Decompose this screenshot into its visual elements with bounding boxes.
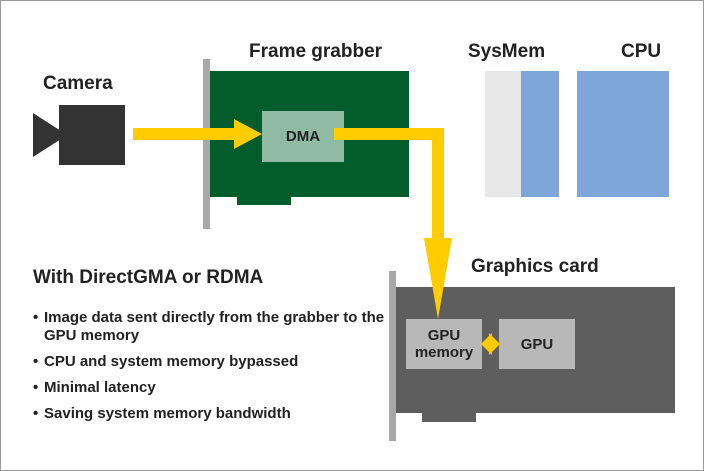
frame-grabber-connector (237, 197, 291, 205)
dma-label: DMA (285, 128, 321, 145)
cpu-label: CPU (621, 41, 662, 62)
sysmem-label: SysMem (468, 41, 546, 62)
bullet-list: •Image data sent directly from the grabb… (33, 309, 393, 431)
sysmem-block-light (485, 71, 521, 197)
sysmem-block (521, 71, 559, 197)
bullet-item: •Saving system memory bandwidth (33, 405, 291, 422)
cpu-block (577, 71, 669, 197)
camera-label: Camera (43, 73, 113, 94)
gpu-memory-block: GPU memory (406, 319, 482, 369)
frame-grabber-bracket (203, 59, 210, 229)
dma-block: DMA (262, 111, 344, 162)
info-heading: With DirectGMA or RDMA (33, 267, 264, 288)
gpu-label: GPU (520, 335, 554, 353)
frame-grabber-label: Frame grabber (249, 41, 383, 62)
video-camera-icon (33, 105, 125, 165)
camera-to-dma-arrow (133, 119, 262, 149)
dma-to-gpu-memory-arrow (334, 128, 452, 319)
graphics-card-connector (422, 413, 476, 422)
bullet-item: •Minimal latency (33, 379, 156, 396)
gpu-block: GPU (499, 319, 575, 369)
graphics-card-bracket (389, 271, 396, 441)
gpu-memory-gpu-double-arrow (481, 333, 500, 355)
gpu-memory-label: GPU memory (414, 327, 474, 361)
bullet-item: •CPU and system memory bypassed (33, 353, 299, 370)
graphics-card-label: Graphics card (471, 256, 599, 277)
bullet-item: •Image data sent directly from the grabb… (33, 309, 385, 344)
